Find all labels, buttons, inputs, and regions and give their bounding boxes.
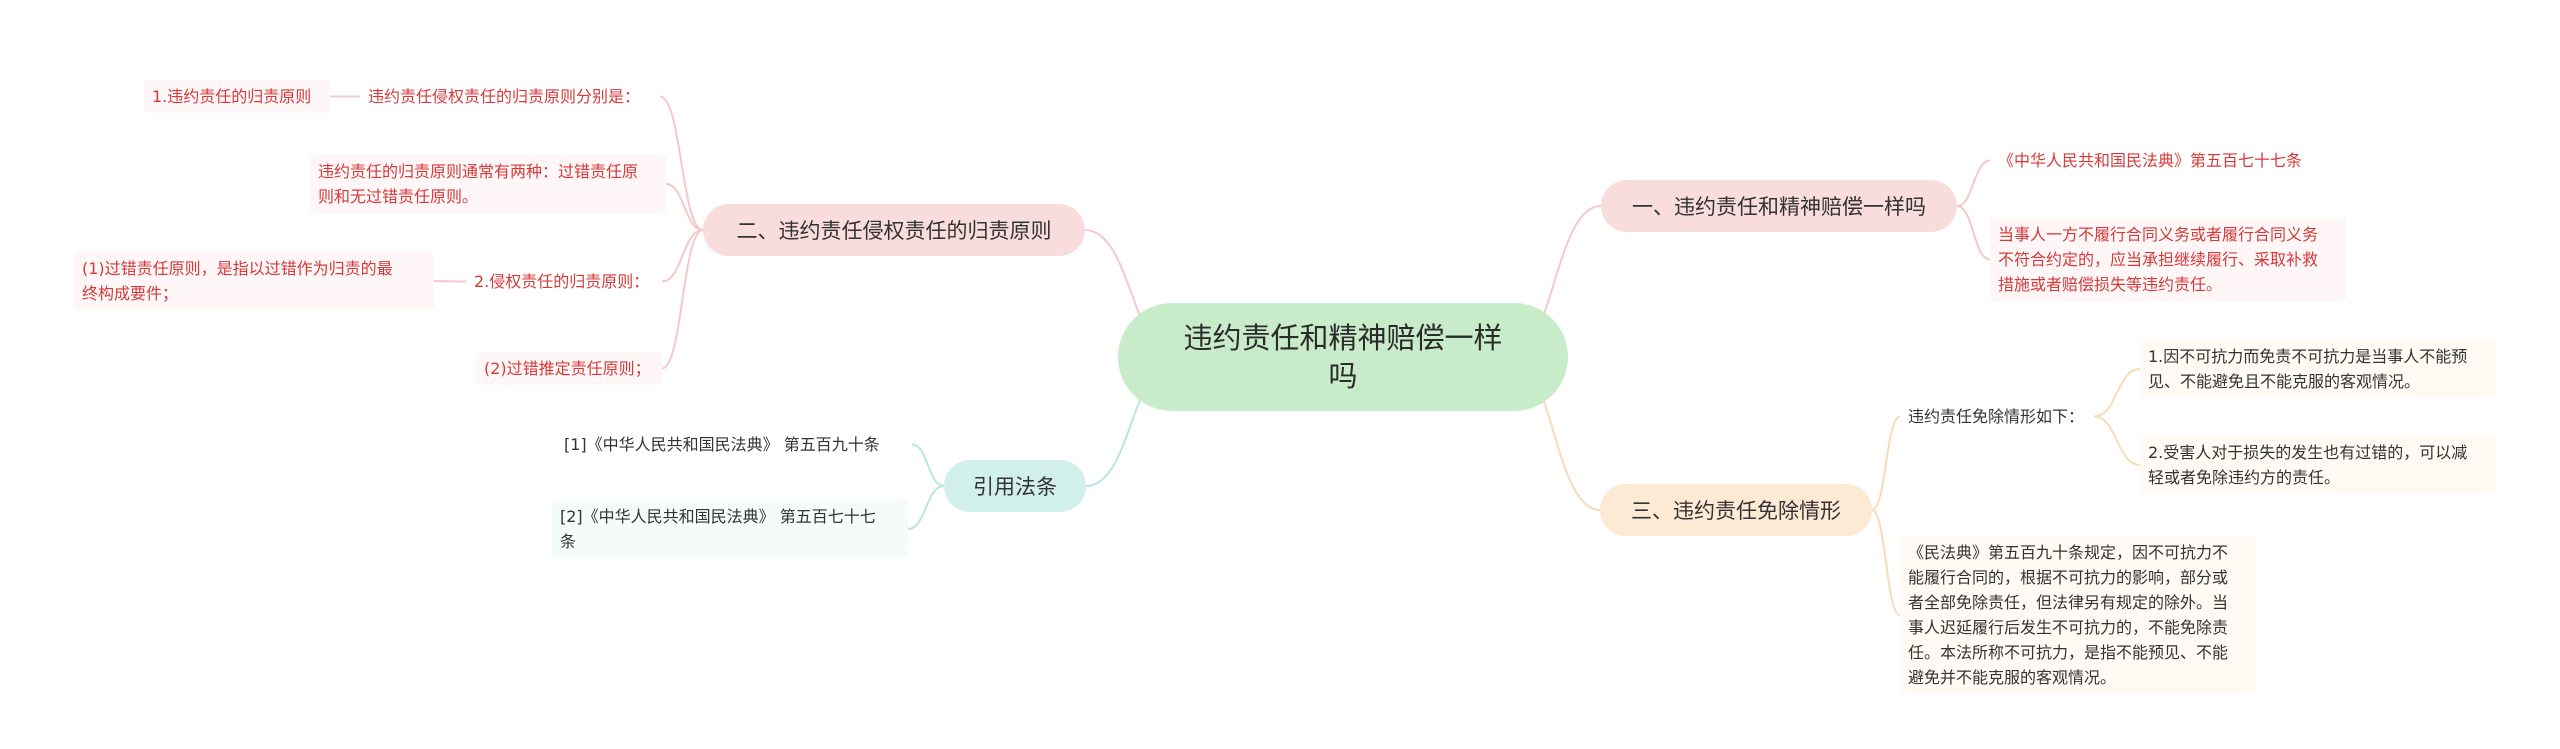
leaf-civil-code-577[interactable]: 《中华人民共和国民法典》第五百七十七条 (1998, 151, 2303, 170)
link-b1-b1_l1 (1956, 159, 1991, 207)
link-b2-b2_l4 (661, 229, 704, 370)
link-b4-b4_l2 (907, 485, 945, 530)
center-topic[interactable]: 违约责任和精神赔偿一样 吗 (1118, 303, 1568, 411)
leaf-breach-liability-text[interactable]: 当事人一方不履行合同义务或者履行合同义务 不符合约定的，应当承担继续履行、采取补… (1990, 218, 2346, 301)
leaf-exemption-heading[interactable]: 违约责任免除情形如下： (1908, 407, 2085, 426)
branch-violation-vs-spiritual-damages[interactable]: 一、违约责任和精神赔偿一样吗 (1601, 180, 1957, 232)
link-b4-b4_l1 (911, 443, 945, 487)
leaf-tort-principles-heading[interactable]: 2.侵权责任的归责原则： (474, 272, 650, 291)
leaf-fault-principle[interactable]: (1)过错责任原则，是指以过错作为归责的最 终构成要件； (74, 252, 434, 310)
branch-liability-principles[interactable]: 二、违约责任侵权责任的归责原则 (703, 204, 1085, 256)
leaf-two-principles[interactable]: 违约责任的归责原则通常有两种：过错责任原 则和无过错责任原则。 (310, 155, 666, 213)
link-b3-b3_l2 (1871, 509, 1901, 616)
link-b2-b2_l3 (661, 229, 704, 283)
link-b3_l1-b3_l1b (2093, 415, 2141, 466)
link-b3-b3_l1 (1871, 415, 1901, 511)
branch-cited-laws[interactable]: 引用法条 (944, 460, 1086, 512)
leaf-principles-heading[interactable]: 违约责任侵权责任的归责原则分别是： (368, 87, 641, 106)
leaf-presumed-fault-principle[interactable]: (2)过错推定责任原则； (476, 352, 662, 385)
link-b2-b2_l2 (665, 183, 704, 231)
leaf-victim-fault[interactable]: 2.受害人对于损失的发生也有过错的，可以减 轻或者免除违约方的责任。 (2140, 436, 2496, 494)
leaf-contract-liability-principle[interactable]: 1.违约责任的归责原则 (144, 80, 330, 113)
leaf-citation-577[interactable]: [2]《中华人民共和国民法典》 第五百七十七 条 (552, 500, 908, 558)
leaf-citation-590[interactable]: [1]《中华人民共和国民法典》 第五百九十条 (564, 435, 880, 454)
leaf-civil-code-590-text[interactable]: 《民法典》第五百九十条规定，因不可抗力不 能履行合同的，根据不可抗力的影响，部分… (1900, 536, 2256, 694)
link-b1-b1_l2 (1956, 205, 1991, 261)
branch-exemption-cases[interactable]: 三、违约责任免除情形 (1600, 484, 1872, 536)
link-b3_l1-b3_l1a (2093, 368, 2141, 418)
leaf-force-majeure[interactable]: 1.因不可抗力而免责不可抗力是当事人不能预 见、不能避免且不能克服的客观情况。 (2140, 340, 2496, 398)
link-b2_l3-b2_l3a (433, 280, 467, 283)
link-b2-b2_l1 (659, 95, 704, 231)
